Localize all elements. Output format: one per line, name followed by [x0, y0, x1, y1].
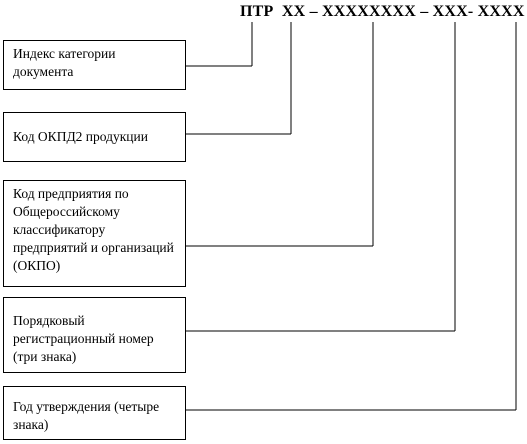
- approval-year-box: Год утверждения (четыре знака): [3, 386, 186, 440]
- okpo-code-label: Код предприятия по Общероссийскому класс…: [13, 186, 174, 273]
- okpd2-code-label: Код ОКПД2 продукции: [13, 129, 148, 144]
- document-code-format: ПТР ХХ – ХХХХХХХХ – ХХХ- ХХХХ: [240, 3, 525, 20]
- okpd2-code-box: Код ОКПД2 продукции: [3, 112, 186, 162]
- category-index-label: Индекс категории документа: [13, 46, 116, 79]
- registration-number-box: Порядковый регистрационный номер (три зн…: [3, 297, 186, 373]
- okpo-code-box: Код предприятия по Общероссийскому класс…: [3, 180, 186, 287]
- registration-number-label: Порядковый регистрационный номер (три зн…: [13, 313, 154, 364]
- approval-year-label: Год утверждения (четыре знака): [13, 399, 160, 432]
- category-index-box: Индекс категории документа: [3, 40, 186, 90]
